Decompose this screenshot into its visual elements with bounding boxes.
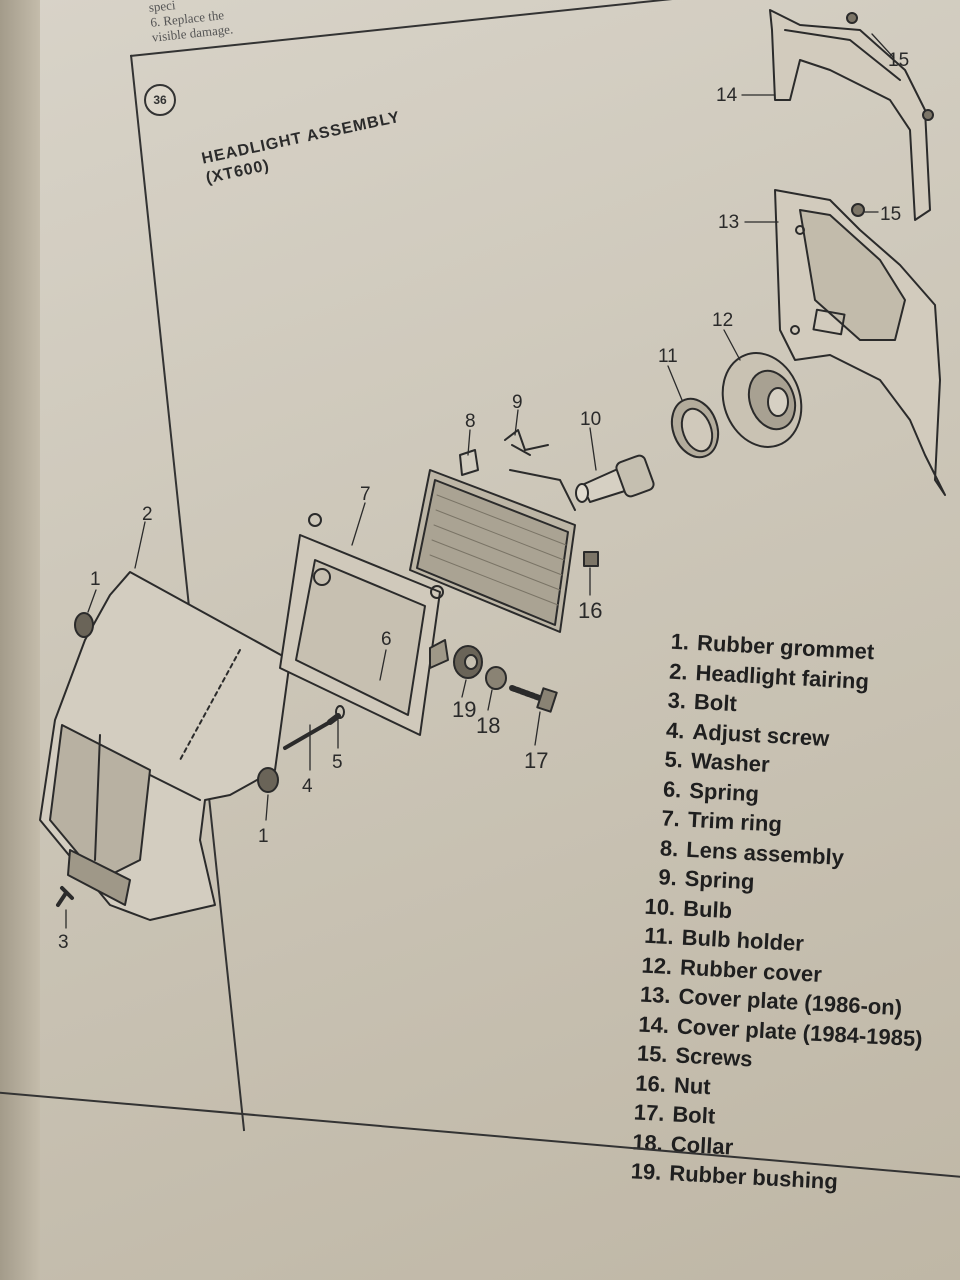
callout-19: 19 bbox=[452, 697, 476, 722]
legend-label: Bolt bbox=[693, 688, 738, 717]
legend-number: 16. bbox=[634, 1069, 667, 1097]
part-collar bbox=[485, 666, 507, 690]
parts-legend: 1.Rubber grommet 2.Headlight fairing 3.B… bbox=[611, 625, 950, 1201]
legend-number: 1. bbox=[670, 628, 690, 655]
legend-label: Bolt bbox=[671, 1101, 716, 1129]
legend-label: Bulb bbox=[682, 895, 733, 923]
part-adjust-screw bbox=[283, 713, 341, 750]
legend-number: 7. bbox=[660, 805, 681, 832]
legend-number: 3. bbox=[667, 687, 687, 714]
legend-number: 14. bbox=[637, 1010, 670, 1038]
part-screws bbox=[846, 12, 934, 217]
legend-label: Washer bbox=[690, 747, 771, 777]
callout-6: 6 bbox=[381, 629, 392, 650]
part-spring-9 bbox=[504, 429, 549, 456]
legend-number: 11. bbox=[643, 922, 675, 950]
legend-label: Screws bbox=[674, 1042, 754, 1072]
legend-number: 2. bbox=[668, 658, 689, 685]
part-cover-plate-1984 bbox=[769, 9, 931, 221]
part-trim-ring bbox=[279, 513, 449, 736]
page-gutter bbox=[0, 0, 40, 1280]
part-bolt-3 bbox=[56, 886, 74, 907]
part-bulb-holder bbox=[670, 397, 720, 459]
part-rubber-grommet bbox=[74, 612, 279, 793]
part-nut bbox=[583, 551, 599, 567]
callout-16: 16 bbox=[578, 598, 602, 623]
callout-9: 9 bbox=[512, 392, 523, 413]
callout-13: 13 bbox=[718, 212, 739, 233]
legend-label: Spring bbox=[688, 777, 760, 806]
callout-17: 17 bbox=[524, 748, 548, 773]
callout-5: 5 bbox=[332, 752, 343, 773]
legend-number: 12. bbox=[640, 952, 673, 979]
legend-number: 6. bbox=[662, 775, 683, 802]
legend-number: 19. bbox=[630, 1158, 663, 1185]
callout-12: 12 bbox=[712, 310, 733, 331]
part-lens-assembly bbox=[409, 449, 576, 633]
legend-number: 15. bbox=[636, 1040, 669, 1068]
part-rubber-bushing bbox=[453, 645, 483, 679]
part-rubber-cover bbox=[721, 352, 803, 448]
callout-7: 7 bbox=[360, 484, 371, 505]
legend-number: 9. bbox=[657, 864, 678, 891]
callout-18: 18 bbox=[476, 713, 500, 738]
legend-number: 13. bbox=[639, 981, 672, 1009]
callout-14: 14 bbox=[716, 85, 738, 106]
legend-number: 8. bbox=[659, 834, 680, 861]
part-bulb bbox=[575, 454, 655, 503]
legend-number: 4. bbox=[665, 717, 686, 743]
callout-2: 2 bbox=[142, 504, 153, 525]
legend-number: 5. bbox=[664, 746, 684, 773]
callout-10: 10 bbox=[580, 409, 601, 430]
callout-3: 3 bbox=[58, 932, 69, 953]
legend-label: Nut bbox=[673, 1071, 712, 1099]
legend-label: Spring bbox=[684, 865, 756, 895]
callout-15: 15 bbox=[880, 204, 901, 225]
callout-1b: 1 bbox=[258, 826, 269, 847]
callout-8: 8 bbox=[465, 411, 476, 432]
figure-number-badge: 36 bbox=[144, 84, 176, 116]
callout-15b: 15 bbox=[888, 50, 909, 71]
part-bolt-17 bbox=[509, 685, 558, 713]
legend-number: 18. bbox=[631, 1128, 664, 1156]
callout-4: 4 bbox=[302, 776, 313, 797]
legend-number: 10. bbox=[644, 893, 676, 920]
leader-lines bbox=[65, 33, 895, 929]
callout-1: 1 bbox=[90, 569, 101, 590]
legend-number: 17. bbox=[633, 1099, 666, 1126]
part-cover-plate-1986 bbox=[774, 189, 946, 496]
callout-11: 11 bbox=[658, 346, 678, 367]
callout-labels: 1 1 2 3 4 5 6 7 8 9 10 11 12 13 14 15 15… bbox=[58, 50, 909, 953]
part-washer bbox=[335, 705, 345, 719]
